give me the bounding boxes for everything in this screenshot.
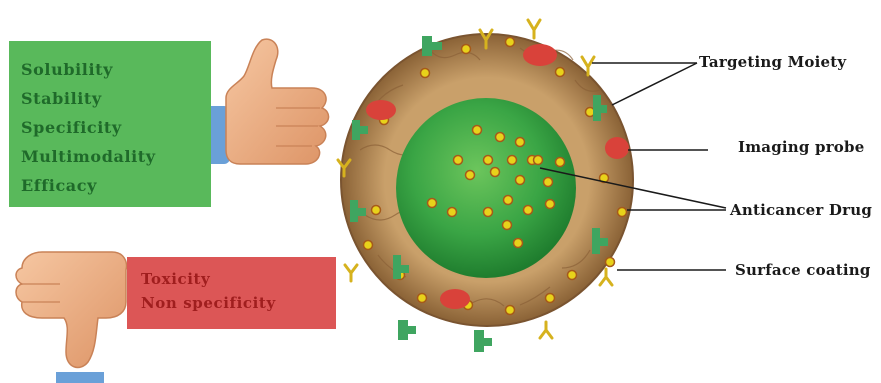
benefit-stability: Stability bbox=[21, 84, 211, 113]
risk-toxicity: Toxicity bbox=[141, 267, 336, 291]
risk-non-specificity: Non specificity bbox=[141, 291, 336, 315]
label-anticancer-drug: Anticancer Drug bbox=[730, 201, 872, 219]
benefits-box: Solubility Stability Specificity Multimo… bbox=[9, 41, 211, 207]
benefit-multimodality: Multimodality bbox=[21, 142, 211, 171]
label-surface-coating: Surface coating bbox=[735, 261, 871, 279]
benefit-efficacy: Efficacy bbox=[21, 171, 211, 200]
benefit-solubility: Solubility bbox=[21, 55, 211, 84]
label-targeting-moiety: Targeting Moiety bbox=[699, 53, 846, 71]
benefit-specificity: Specificity bbox=[21, 113, 211, 142]
drug-core bbox=[396, 98, 576, 278]
thumbs-down-icon bbox=[16, 252, 126, 383]
label-imaging-probe: Imaging probe bbox=[738, 138, 864, 156]
thumbs-up-icon bbox=[200, 39, 329, 164]
risks-box: Toxicity Non specificity bbox=[127, 257, 336, 329]
